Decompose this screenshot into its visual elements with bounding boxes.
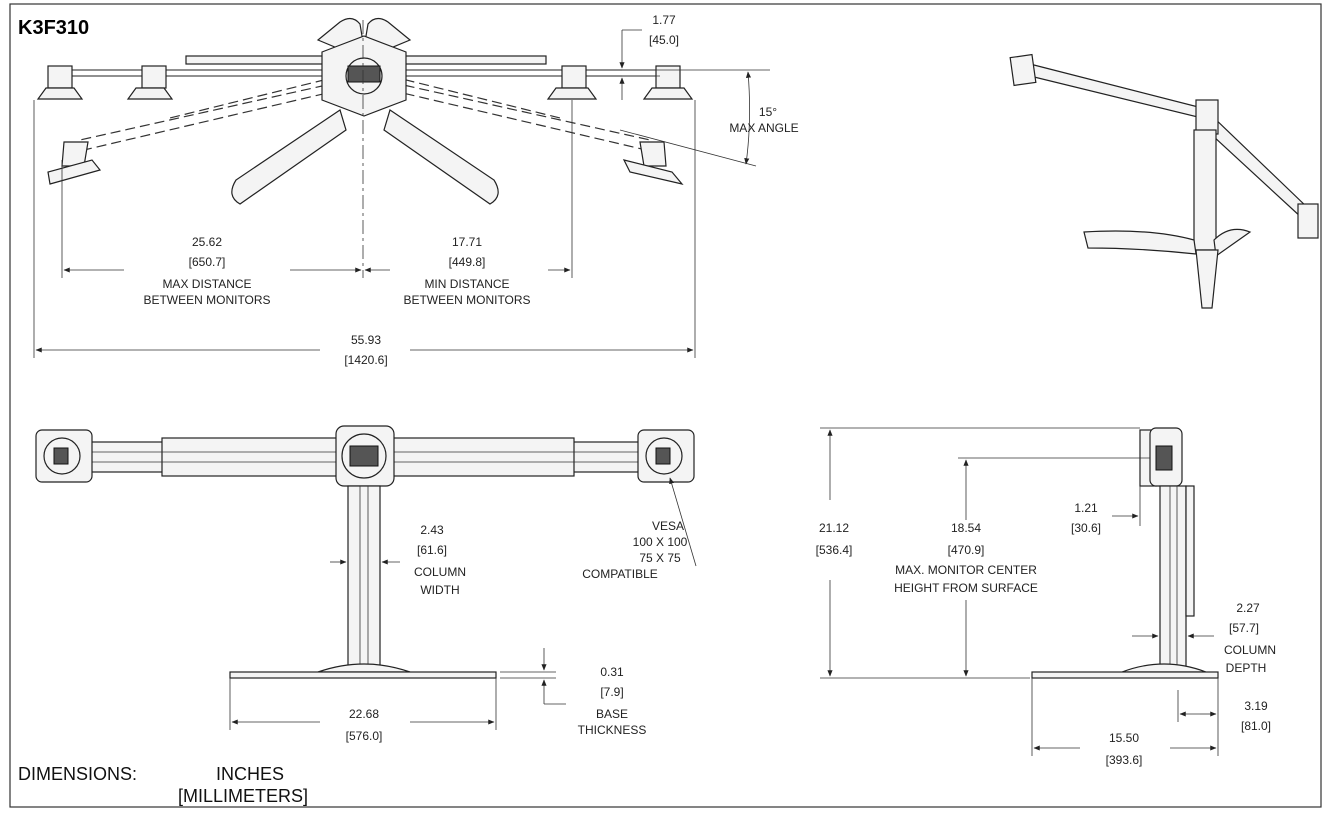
dim-base-thickness-mm: [7.9] — [600, 685, 623, 699]
dim-center-height-label1: MAX. MONITOR CENTER — [895, 563, 1037, 577]
dim-max-distance-in: 25.62 — [192, 235, 222, 249]
dim-overall-width-in: 55.93 — [351, 333, 381, 347]
dim-top-height-mm: [45.0] — [649, 33, 679, 47]
dim-base-thickness-in: 0.31 — [600, 665, 624, 679]
dim-min-distance-mm: [449.8] — [449, 255, 486, 269]
vesa-line1: VESA — [652, 519, 684, 533]
model-title: K3F310 — [18, 17, 89, 39]
front-view: 2.43 [61.6] COLUMN WIDTH VESA 100 X 100 … — [35, 425, 697, 743]
dim-column-width-label1: COLUMN — [414, 565, 466, 579]
front-monitor-plate-right — [637, 429, 695, 483]
dim-base-width-in: 22.68 — [349, 707, 379, 721]
angled-head-right — [622, 141, 684, 185]
isometric-view — [1009, 53, 1319, 309]
dim-max-distance-label1: MAX DISTANCE — [162, 277, 251, 291]
dim-min-distance-label2: BETWEEN MONITORS — [403, 293, 530, 307]
dim-max-angle-label: MAX ANGLE — [729, 121, 798, 135]
sheet-border — [9, 3, 1322, 808]
monitor-head-left-outer — [36, 65, 84, 100]
front-hub — [335, 425, 395, 487]
dim-overall-width-mm: [1420.6] — [344, 353, 387, 367]
dim-center-height-in: 18.54 — [951, 521, 981, 535]
dim-column-width-mm: [61.6] — [417, 543, 447, 557]
dim-base-width-mm: [576.0] — [346, 729, 383, 743]
dim-base-depth-mm: [393.6] — [1106, 753, 1143, 767]
angled-head-left — [47, 141, 102, 185]
dim-column-depth-label2: DEPTH — [1226, 661, 1267, 675]
dim-total-height-mm: [536.4] — [816, 543, 853, 557]
dim-column-depth-label1: COLUMN — [1224, 643, 1276, 657]
vesa-line4: COMPATIBLE — [582, 567, 658, 581]
dim-max-angle-value: 15° — [759, 105, 777, 119]
dim-max-distance-mm: [650.7] — [189, 255, 226, 269]
dim-column-depth-in: 2.27 — [1236, 601, 1260, 615]
footer-unit-inches: INCHES — [216, 764, 284, 784]
dim-column-depth-mm: [57.7] — [1229, 621, 1259, 635]
vesa-line3: 75 X 75 — [639, 551, 681, 565]
dim-base-depth-in: 15.50 — [1109, 731, 1139, 745]
top-view: 1.77 [45.0] 15° MAX ANGLE 25.62 [650.7] … — [33, 13, 799, 367]
footer-dimensions-label: DIMENSIONS: — [18, 764, 137, 784]
dim-min-distance-in: 17.71 — [452, 235, 482, 249]
dim-offset-in: 1.21 — [1074, 501, 1098, 515]
dim-center-height-mm: [470.9] — [948, 543, 985, 557]
dim-base-offset-mm: [81.0] — [1241, 719, 1271, 733]
dim-column-width-in: 2.43 — [420, 523, 444, 537]
dim-offset-mm: [30.6] — [1071, 521, 1101, 535]
dim-base-thickness-label1: BASE — [596, 707, 628, 721]
dim-min-distance-label1: MIN DISTANCE — [424, 277, 509, 291]
dim-base-offset-in: 3.19 — [1244, 699, 1268, 713]
dim-column-width-label2: WIDTH — [420, 583, 459, 597]
monitor-head-right-inner — [546, 65, 598, 100]
dim-center-height-label2: HEIGHT FROM SURFACE — [894, 581, 1038, 595]
dim-total-height-in: 21.12 — [819, 521, 849, 535]
monitor-head-left-inner — [126, 65, 174, 100]
side-view: 21.12 [536.4] 18.54 [470.9] MAX. MONITOR… — [816, 427, 1276, 767]
front-monitor-plate-left — [35, 429, 93, 483]
dim-base-thickness-label2: THICKNESS — [578, 723, 647, 737]
footer-unit-millimeters: [MILLIMETERS] — [178, 786, 308, 806]
dim-max-distance-label2: BETWEEN MONITORS — [143, 293, 270, 307]
dim-top-height-in: 1.77 — [652, 13, 676, 27]
vesa-line2: 100 X 100 — [633, 535, 688, 549]
monitor-head-right-outer — [642, 65, 694, 100]
